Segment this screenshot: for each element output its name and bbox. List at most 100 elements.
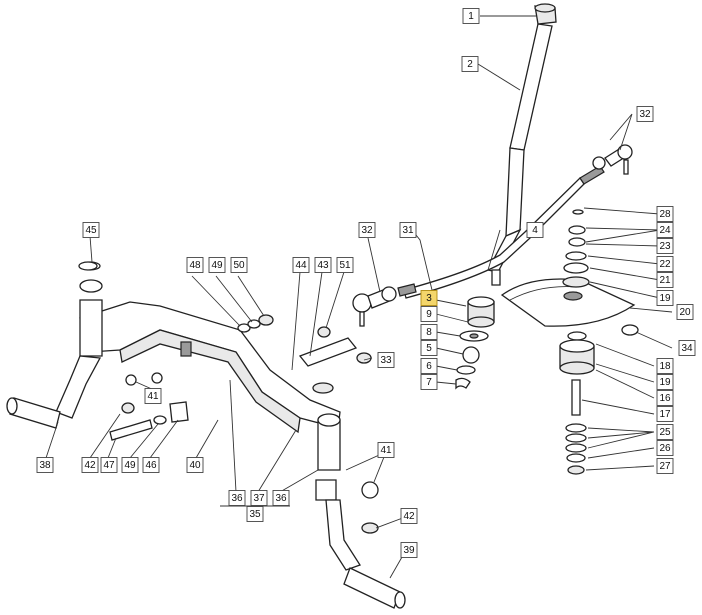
callout-31: 31 (399, 222, 417, 238)
callout-37: 37 (250, 490, 268, 506)
callout-46: 46 (142, 457, 160, 473)
callout-box (400, 542, 418, 558)
callout-number: 50 (233, 260, 245, 271)
callout-number: 48 (189, 260, 201, 271)
callout-number: 44 (295, 260, 307, 271)
callout-box (656, 390, 674, 406)
callout-box (656, 406, 674, 422)
callout-number: 32 (361, 225, 373, 236)
callout-number: 51 (339, 260, 351, 271)
callout-28: 28 (656, 206, 674, 222)
front-axle (79, 301, 341, 434)
callout-20: 20 (676, 304, 694, 320)
callout-48: 48 (186, 257, 204, 273)
callout-box (186, 457, 204, 473)
callout-number: 45 (85, 225, 97, 236)
callout-number: 9 (426, 309, 432, 320)
callout-box (186, 257, 204, 273)
callout-box (121, 457, 139, 473)
callout-box (656, 358, 674, 374)
callout-box (82, 222, 100, 238)
callout-number: 7 (426, 377, 432, 388)
callout-5: 5 (420, 340, 438, 356)
upper-hardware (237, 314, 379, 534)
callout-box (676, 304, 694, 320)
callout-number: 22 (659, 259, 671, 270)
callout-number: 23 (659, 241, 671, 252)
callout-box (420, 358, 438, 374)
callout-number: 36 (231, 493, 243, 504)
callout-number: 19 (659, 293, 671, 304)
callout-number: 49 (211, 260, 223, 271)
callout-number: 38 (39, 460, 51, 471)
callout-box (656, 256, 674, 272)
callout-49: 49 (121, 457, 139, 473)
callout-22: 22 (656, 256, 674, 272)
callout-box (656, 424, 674, 440)
callout-4: 4 (526, 222, 544, 238)
leader-lines (45, 15, 673, 579)
callout-number: 4 (532, 225, 538, 236)
callout-number: 26 (659, 443, 671, 454)
callout-42: 42 (81, 457, 99, 473)
callout-number: 18 (659, 361, 671, 372)
part-callouts: 1234567891617181919202122232425262728313… (36, 8, 696, 558)
callout-41: 41 (377, 442, 395, 458)
callout-box (461, 56, 479, 72)
callout-50: 50 (230, 257, 248, 273)
sector-gear (500, 278, 636, 327)
spindle-right (312, 382, 406, 609)
callout-2: 2 (461, 56, 479, 72)
callout-number: 24 (659, 225, 671, 236)
callout-43: 43 (314, 257, 332, 273)
callout-box (144, 388, 162, 404)
callout-box (656, 222, 674, 238)
callout-number: 49 (124, 460, 136, 471)
callout-38: 38 (36, 457, 54, 473)
callout-number: 19 (659, 377, 671, 388)
callout-box (400, 508, 418, 524)
spindle-left (6, 261, 103, 429)
callout-35: 35 (246, 506, 264, 522)
callout-36: 36 (272, 490, 290, 506)
callout-box (462, 8, 480, 24)
callout-box (656, 290, 674, 306)
callout-51: 51 (336, 257, 354, 273)
callout-33: 33 (377, 352, 395, 368)
callout-box (272, 490, 290, 506)
callout-number: 41 (147, 391, 159, 402)
callout-box (399, 222, 417, 238)
callout-19: 19 (656, 290, 674, 306)
callout-number: 6 (426, 361, 432, 372)
callout-number: 32 (639, 109, 651, 120)
ball-joint-left (352, 286, 397, 327)
callout-number: 36 (275, 493, 287, 504)
callout-box (420, 306, 438, 322)
callout-41: 41 (144, 388, 162, 404)
callout-number: 39 (403, 545, 415, 556)
callout-box (336, 257, 354, 273)
callout-3: 3 (420, 290, 438, 306)
callout-40: 40 (186, 457, 204, 473)
callout-number: 42 (84, 460, 96, 471)
callout-box (377, 352, 395, 368)
callout-number: 8 (426, 327, 432, 338)
callout-box (142, 457, 160, 473)
sector-shaft-stack (559, 209, 639, 475)
callout-number: 41 (380, 445, 392, 456)
callout-23: 23 (656, 238, 674, 254)
callout-box (228, 490, 246, 506)
callout-49: 49 (208, 257, 226, 273)
callout-45: 45 (82, 222, 100, 238)
callout-number: 37 (253, 493, 265, 504)
callout-box (656, 440, 674, 456)
callout-box (358, 222, 376, 238)
callout-32: 32 (358, 222, 376, 238)
callout-number: 1 (468, 11, 474, 22)
callout-27: 27 (656, 458, 674, 474)
callout-number: 2 (467, 59, 473, 70)
callout-17: 17 (656, 406, 674, 422)
callout-number: 3 (426, 293, 432, 304)
callout-7: 7 (420, 374, 438, 390)
